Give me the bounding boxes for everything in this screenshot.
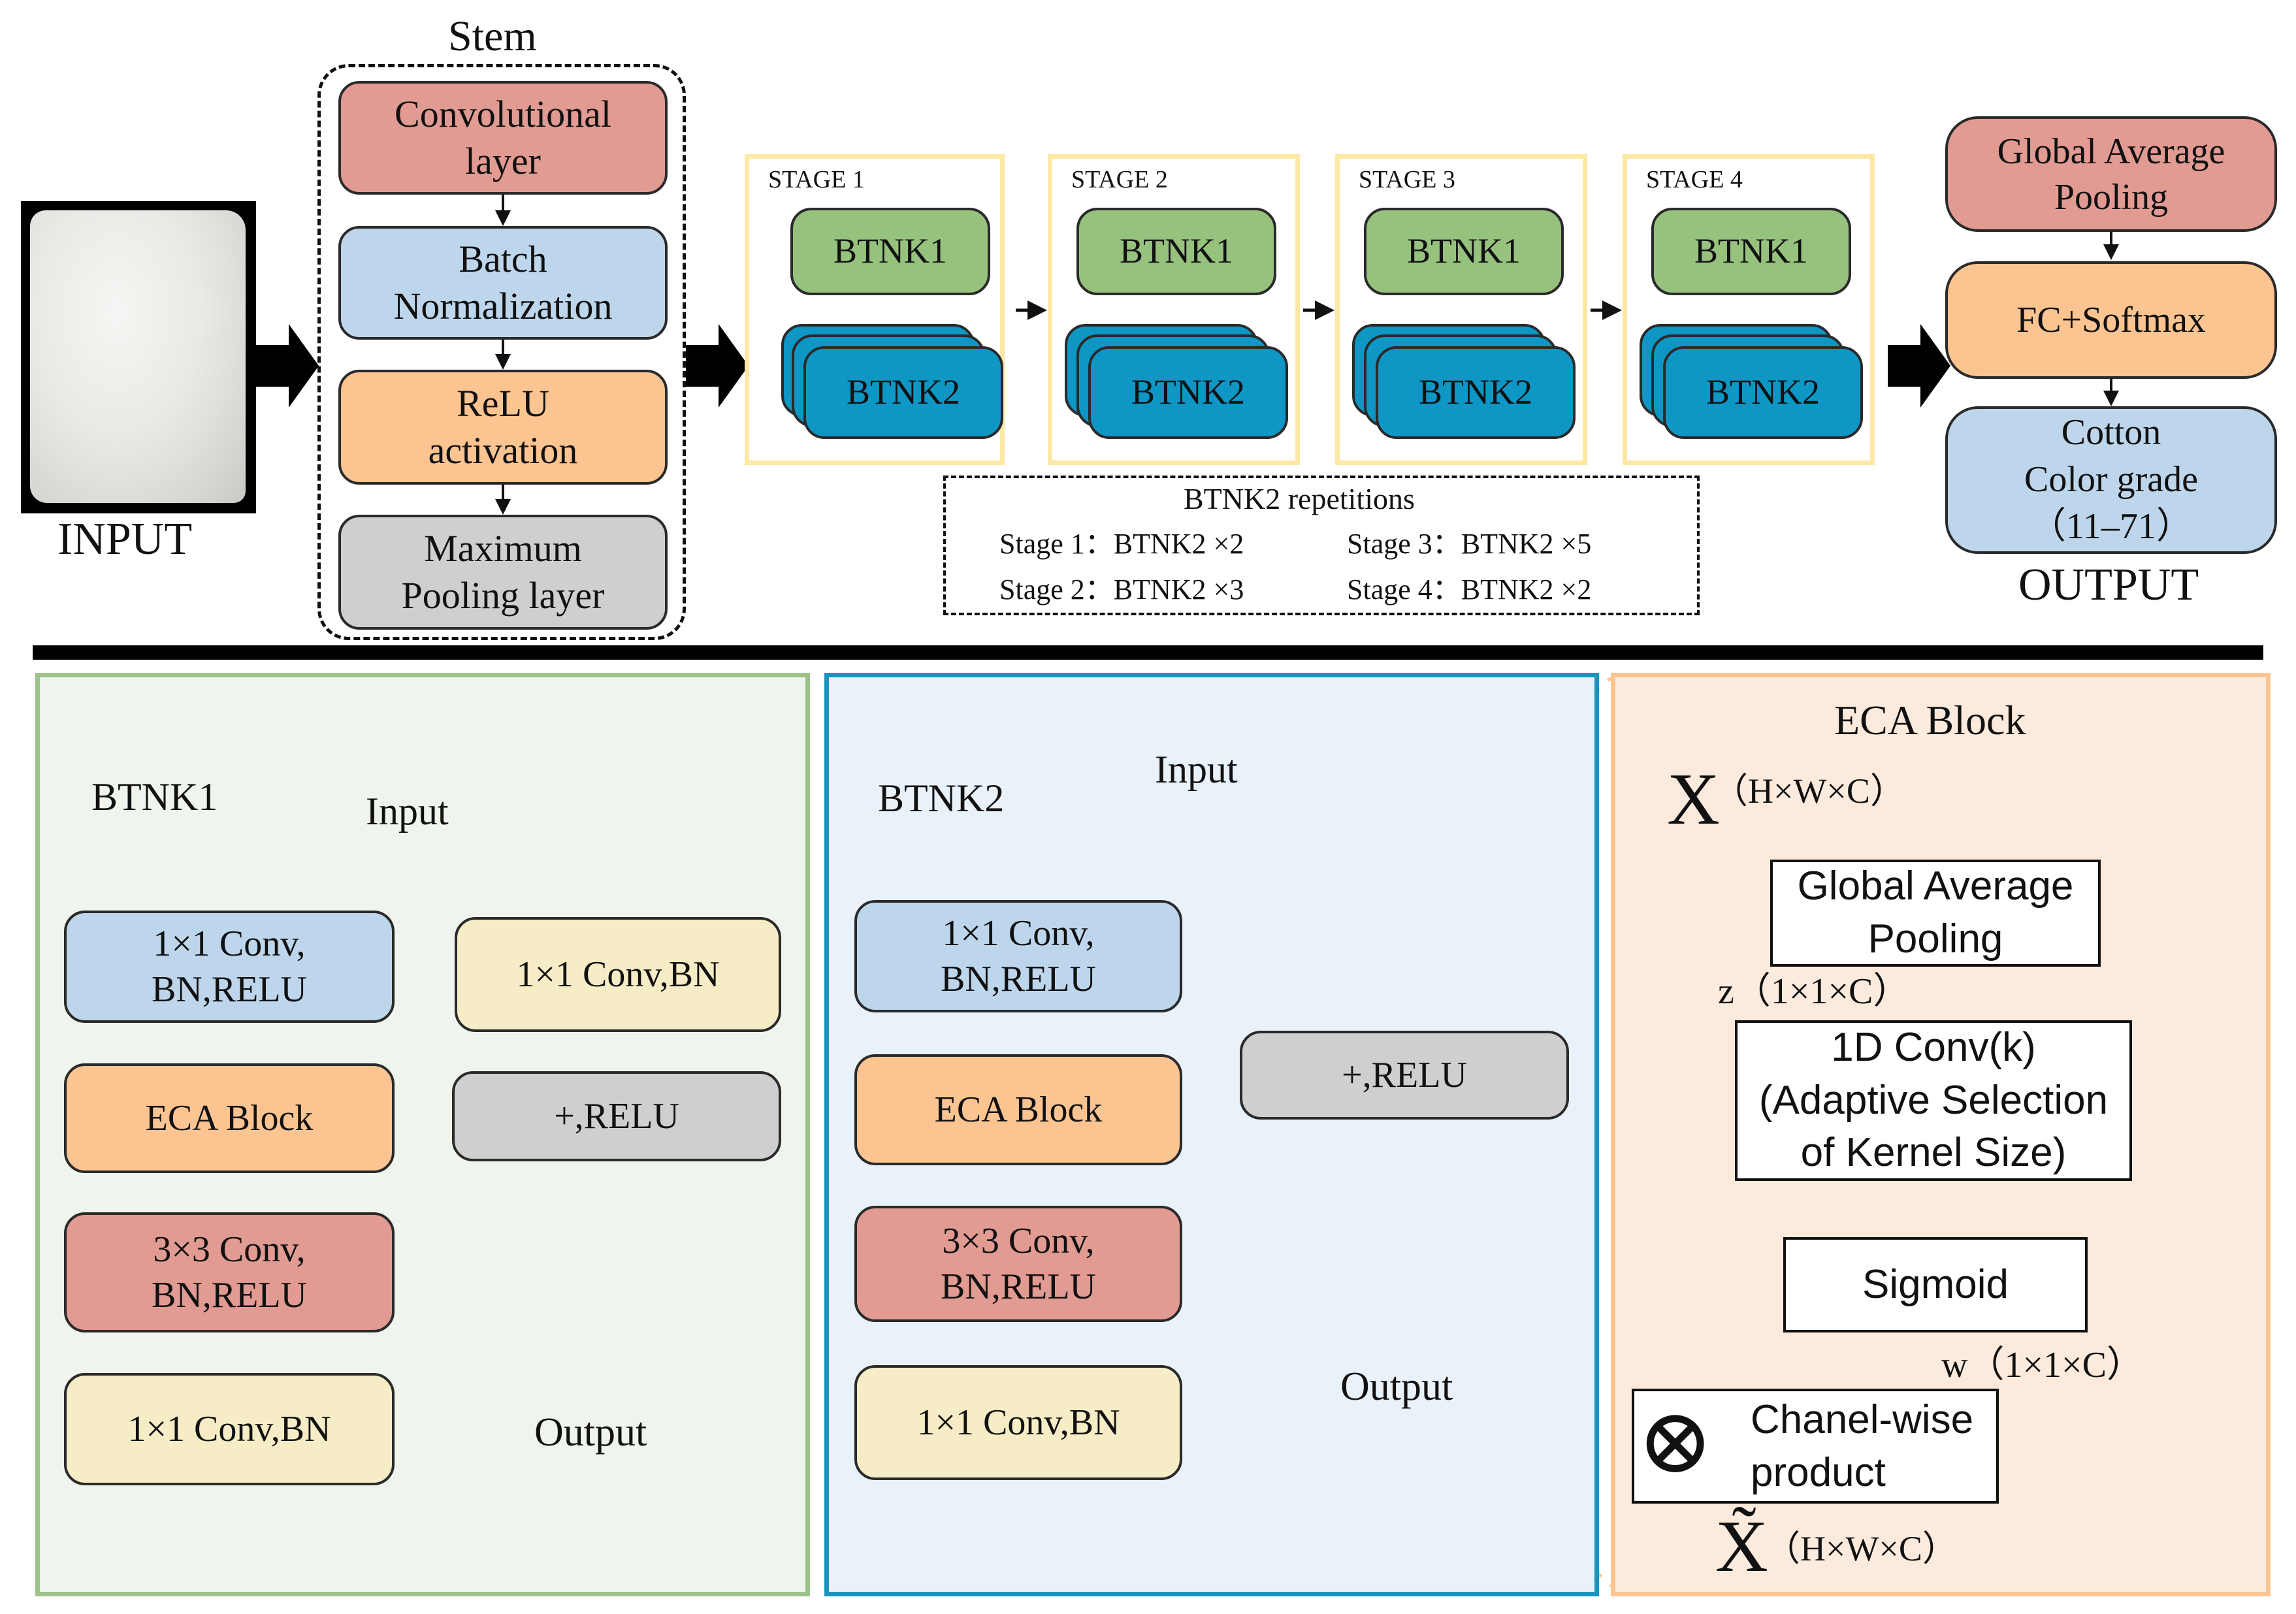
- btnk1-conv3x3-bn-relu: 3×3 Conv, BN,RELU: [64, 1212, 395, 1332]
- stage-2-btnk2: BTNK2: [1088, 346, 1288, 439]
- btnk2-title: BTNK2: [878, 777, 1005, 820]
- repetitions-title: BTNK2 repetitions: [1184, 482, 1415, 515]
- stem-relu: ReLU activation: [338, 370, 668, 485]
- head-output-grade: Cotton Color grade （11–71）: [1945, 406, 2277, 554]
- eca-sigmoid: Sigmoid: [1783, 1237, 2088, 1332]
- input-image: [21, 201, 256, 513]
- stem-conv-layer: Convolutional layer: [338, 81, 668, 195]
- btnk2-conv1x1-bn: 1×1 Conv,BN: [854, 1365, 1182, 1480]
- btnk2-eca-block: ECA Block: [854, 1054, 1182, 1165]
- btnk2-conv1x1-bn-relu: 1×1 Conv, BN,RELU: [854, 900, 1182, 1012]
- stage-1-btnk2: BTNK2: [803, 346, 1003, 439]
- stem-max-pool: Maximum Pooling layer: [338, 515, 668, 630]
- eca-input-x: X: [1667, 759, 1720, 840]
- eca-channel-product-box: [1632, 1389, 1999, 1504]
- btnk1-conv1x1-bn: 1×1 Conv,BN: [64, 1373, 395, 1485]
- eca-output-x-tilde: X̃: [1715, 1506, 1768, 1587]
- stage-4-label: STAGE 4: [1646, 166, 1743, 193]
- btnk2-add-relu: +,RELU: [1240, 1031, 1569, 1120]
- btnk1-eca-block: ECA Block: [64, 1063, 395, 1173]
- head-global-avg-pooling: Global Average Pooling: [1945, 116, 2277, 232]
- repetitions-stage-2: Stage 2：BTNK2 ×3: [999, 573, 1244, 605]
- eca-w-label: w（1×1×C）: [1941, 1345, 2143, 1385]
- channel-product-icon: ⊗: [1637, 1391, 1714, 1493]
- eca-output-dims: （H×W×C）: [1765, 1529, 1958, 1568]
- stem-title: Stem: [448, 12, 537, 60]
- btnk2-output-label: Output: [1340, 1364, 1453, 1409]
- repetitions-legend: [943, 476, 1700, 615]
- section-divider: [33, 645, 2263, 660]
- btnk2-input-label: Input: [1155, 748, 1238, 791]
- repetitions-stage-1: Stage 1：BTNK2 ×2: [999, 528, 1244, 560]
- eca-z-label: z（1×1×C）: [1718, 971, 1910, 1012]
- btnk1-title: BTNK1: [91, 775, 218, 818]
- stage-3-label: STAGE 3: [1359, 166, 1455, 193]
- repetitions-stage-4: Stage 4：BTNK2 ×2: [1347, 573, 1592, 605]
- btnk1-input-label: Input: [366, 790, 449, 833]
- btnk1-conv1x1-bn-relu: 1×1 Conv, BN,RELU: [64, 911, 395, 1023]
- stage-2-label: STAGE 2: [1071, 166, 1168, 193]
- stage-2-btnk1: BTNK1: [1076, 208, 1276, 295]
- big-arrow-stem-stages: [686, 324, 749, 408]
- btnk1-add-relu: +,RELU: [452, 1071, 781, 1161]
- eca-1d-conv: 1D Conv(k) (Adaptive Selection of Kernel…: [1735, 1020, 2132, 1181]
- input-label: INPUT: [57, 514, 193, 564]
- stage-3-btnk2: BTNK2: [1376, 346, 1576, 439]
- stage-3-btnk1: BTNK1: [1364, 208, 1564, 295]
- head-fc-softmax: FC+Softmax: [1945, 261, 2277, 379]
- stage-4-btnk2: BTNK2: [1663, 346, 1863, 439]
- repetitions-stage-3: Stage 3：BTNK2 ×5: [1347, 528, 1592, 560]
- stage-4-btnk1: BTNK1: [1651, 208, 1851, 295]
- btnk1-output-label: Output: [534, 1410, 647, 1455]
- eca-input-dims: （H×W×C）: [1713, 771, 1905, 811]
- stage-1-btnk1: BTNK1: [790, 208, 990, 295]
- stem-batch-norm: Batch Normalization: [338, 226, 668, 340]
- eca-channel-product-label: Chanel-wise product: [1751, 1397, 1974, 1495]
- output-label: OUTPUT: [2018, 560, 2199, 610]
- btnk2-conv3x3-bn-relu: 3×3 Conv, BN,RELU: [854, 1206, 1182, 1322]
- big-arrow-input-stem: [256, 324, 319, 408]
- stage-1-label: STAGE 1: [768, 166, 865, 193]
- eca-title: ECA Block: [1834, 697, 2026, 743]
- cotton-sample-image: [30, 210, 246, 503]
- big-arrow-stages-head: [1888, 324, 1950, 408]
- btnk1-shortcut-conv: 1×1 Conv,BN: [455, 917, 781, 1032]
- stem-dashed-frame: [317, 64, 686, 640]
- eca-global-avg-pooling: Global Average Pooling: [1770, 860, 2101, 967]
